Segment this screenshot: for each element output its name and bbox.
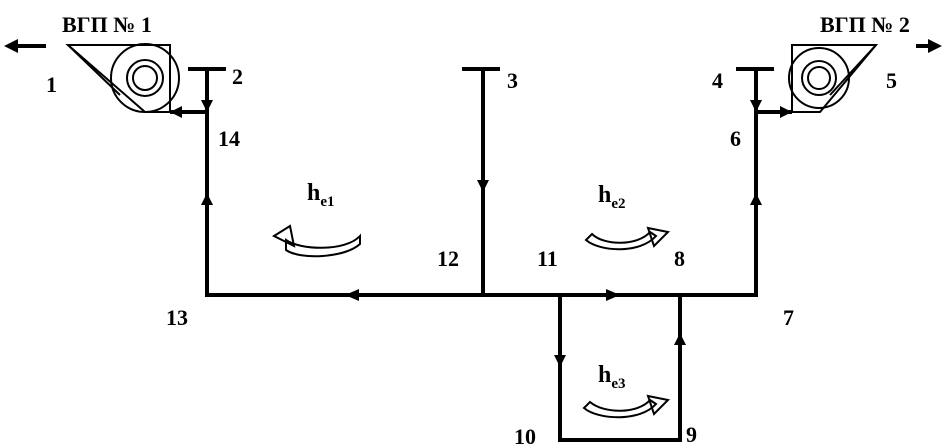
arrow-down-3-12 bbox=[477, 180, 489, 192]
exhaust-arrow-left-icon bbox=[4, 39, 18, 53]
node-label-2: 2 bbox=[232, 64, 243, 89]
arrow-left-12-13 bbox=[345, 289, 359, 301]
rotation-arrow-he1-icon bbox=[285, 233, 361, 258]
depression-he3-label: he3 bbox=[598, 362, 626, 392]
arrow-right-11-8 bbox=[606, 289, 620, 301]
labels: ВГП № 1 ВГП № 2 1 2 3 4 5 6 7 8 9 10 11 … bbox=[46, 12, 910, 446]
fan-2-symbol bbox=[788, 39, 942, 113]
node-label-4: 4 bbox=[712, 68, 723, 93]
rotation-arrow-he3-icon bbox=[582, 398, 658, 419]
node-label-9: 9 bbox=[686, 422, 697, 446]
node-label-10: 10 bbox=[514, 424, 536, 446]
node-label-1: 1 bbox=[46, 72, 57, 97]
node-label-12: 12 bbox=[437, 246, 459, 271]
depression-he1-label: he1 bbox=[307, 180, 335, 210]
arrow-up-7-6 bbox=[750, 193, 762, 205]
node-label-6: 6 bbox=[730, 126, 741, 151]
depression-he2-label: he2 bbox=[598, 182, 626, 212]
circulation-arrows bbox=[271, 224, 671, 419]
arrow-down-4 bbox=[750, 100, 762, 112]
node-label-13: 13 bbox=[166, 305, 188, 330]
arrow-down-11-10 bbox=[554, 355, 566, 367]
fan-1-title: ВГП № 1 bbox=[62, 12, 152, 37]
node-label-3: 3 bbox=[507, 68, 518, 93]
airway-network bbox=[170, 67, 792, 442]
fan-2-title: ВГП № 2 bbox=[820, 12, 910, 37]
arrow-down-2 bbox=[201, 100, 213, 112]
arrow-up-13-14 bbox=[201, 193, 213, 205]
node-label-14: 14 bbox=[218, 126, 240, 151]
fan-1-symbol bbox=[4, 39, 180, 113]
arrow-right-fan2 bbox=[780, 106, 792, 118]
exhaust-arrow-right-icon bbox=[928, 39, 942, 53]
node-label-7: 7 bbox=[783, 305, 794, 330]
flow-arrows bbox=[170, 100, 792, 367]
arrow-left-fan1 bbox=[170, 106, 182, 118]
rotation-arrow-he2-icon bbox=[584, 230, 658, 251]
node-label-11: 11 bbox=[537, 246, 558, 271]
node-label-5: 5 bbox=[886, 68, 897, 93]
node-label-8: 8 bbox=[674, 246, 685, 271]
arrow-up-9-8 bbox=[674, 333, 686, 345]
